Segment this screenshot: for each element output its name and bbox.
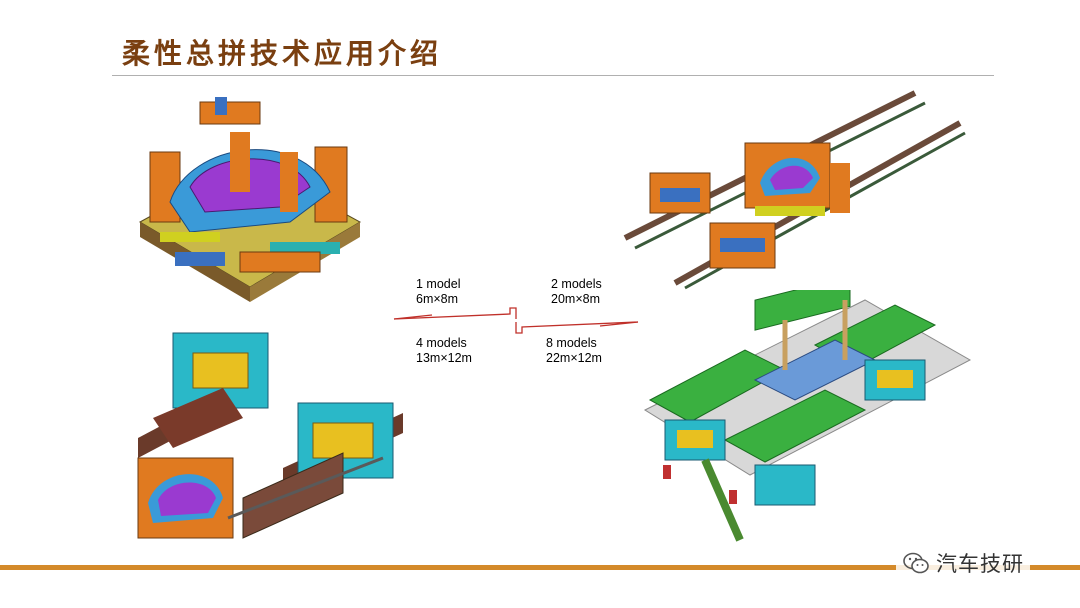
framing-station-1-model-image — [138, 97, 362, 302]
comparison-arrows — [393, 307, 639, 334]
framing-station-4-models-image — [137, 332, 403, 539]
title-divider — [112, 75, 994, 76]
right-arrow — [515, 321, 639, 334]
framing-station-2-models-image — [623, 90, 966, 290]
slide-title: 柔性总拼技术应用介绍 — [122, 37, 443, 70]
framing-station-8-models-image — [643, 290, 972, 542]
one-model-label: 1 model — [416, 277, 461, 291]
watermark: 汽车技研 — [896, 546, 1030, 580]
eight-models-label: 8 models — [546, 336, 597, 350]
two-models-label: 2 models — [551, 277, 602, 291]
two-models-size: 20m×8m — [551, 292, 600, 306]
watermark-text: 汽车技研 — [936, 552, 1024, 576]
footer-bar — [0, 565, 1080, 570]
four-models-label: 4 models — [416, 336, 467, 350]
eight-models-size: 22m×12m — [546, 351, 602, 365]
wechat-icon — [903, 552, 929, 574]
one-model-size: 6m×8m — [416, 292, 459, 306]
left-arrow — [393, 307, 517, 320]
four-models-size: 13m×12m — [416, 351, 472, 365]
